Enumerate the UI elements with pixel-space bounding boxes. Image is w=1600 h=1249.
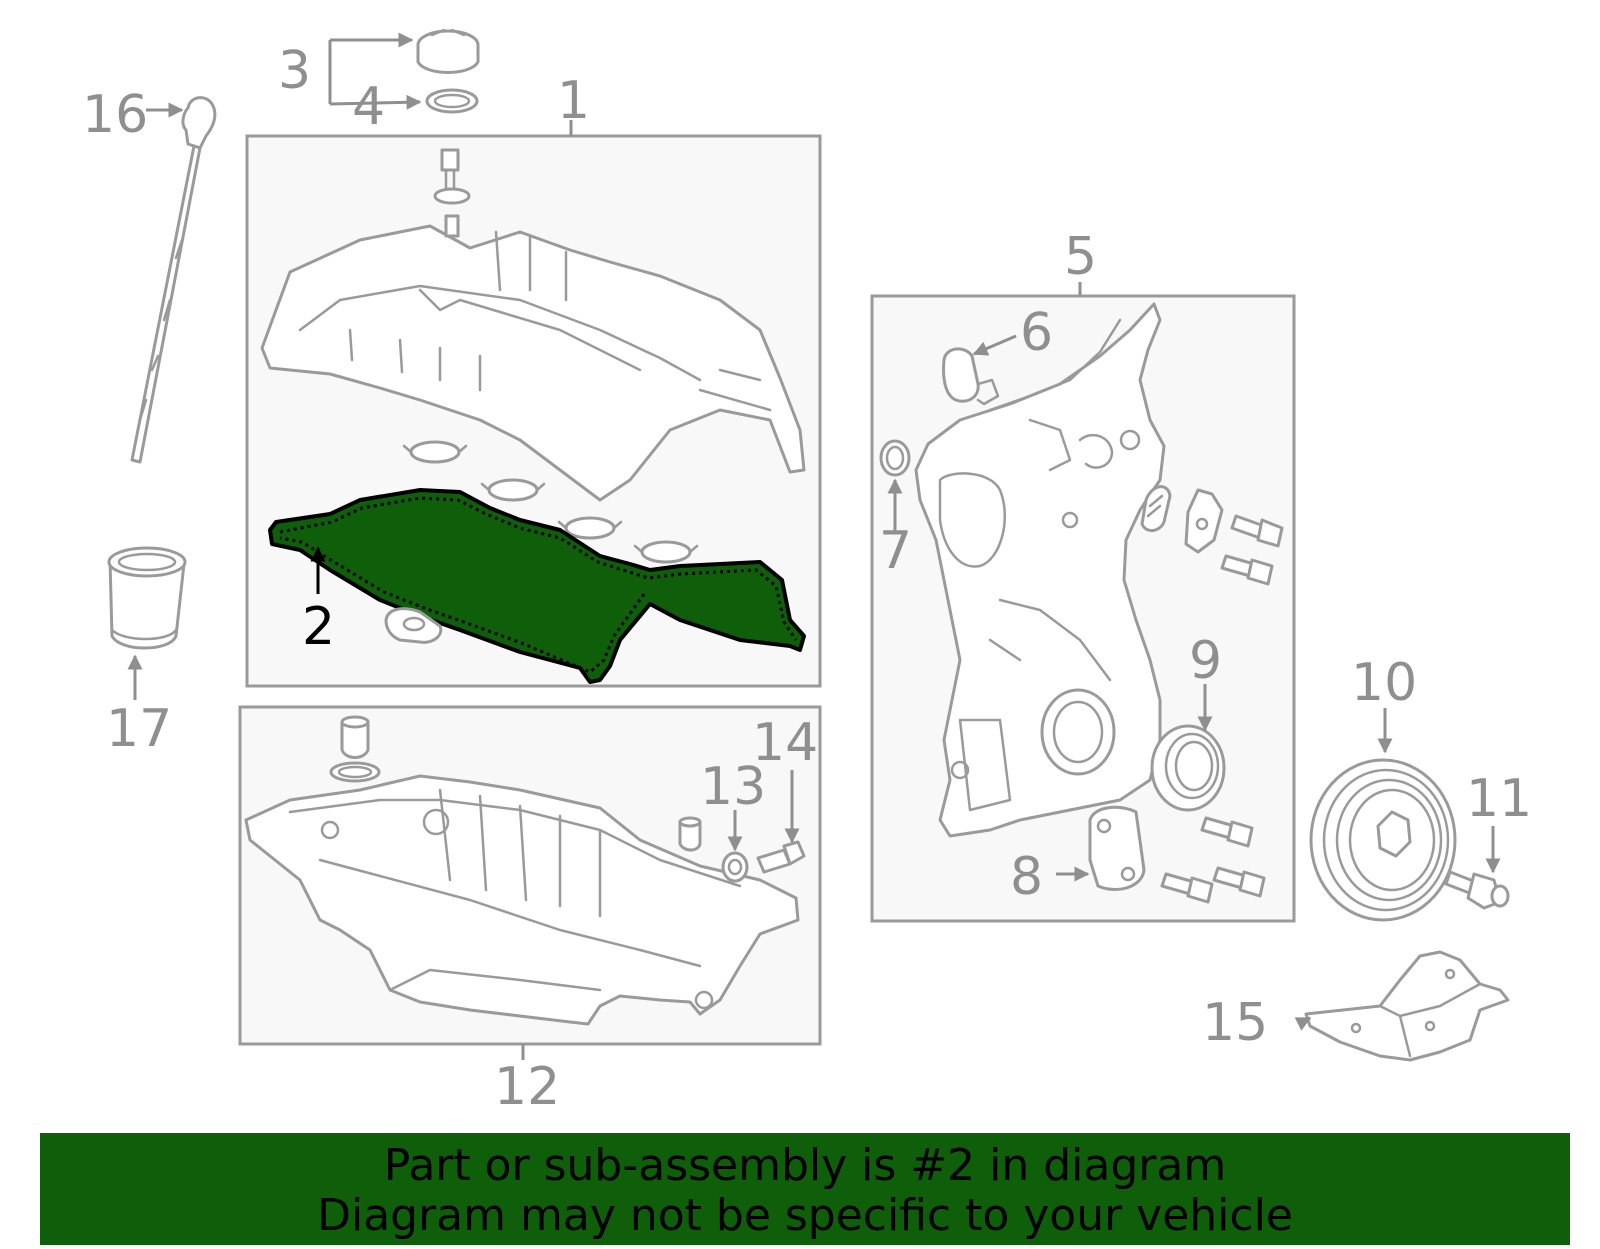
banner-line-part: Part or sub-assembly is #2 in diagram <box>383 1140 1227 1191</box>
oil-filter <box>107 546 187 650</box>
callout-1: 1 <box>557 71 590 131</box>
callout-12: 12 <box>494 1057 560 1117</box>
callout-2: 2 <box>302 597 335 657</box>
info-banner: Part or sub-assembly is #2 in diagram Di… <box>40 1133 1570 1245</box>
valve-cover <box>260 148 806 502</box>
callout-7: 7 <box>879 521 912 581</box>
drain-bolt <box>756 840 806 874</box>
front-crankshaft-seal <box>1150 724 1226 812</box>
callout-5: 5 <box>1064 227 1097 287</box>
case-bolts <box>1160 514 1284 904</box>
callout-6: 6 <box>1020 303 1053 363</box>
oil-drain-plug <box>329 715 381 783</box>
oil-filler-cap <box>416 28 480 74</box>
callout-10: 10 <box>1351 653 1417 713</box>
dowel-pin <box>678 816 702 852</box>
timing-chain-case <box>914 302 1166 838</box>
callouts: 1 2 3 4 5 6 7 8 9 10 11 12 13 14 15 16 1… <box>82 41 1532 1117</box>
callout-9: 9 <box>1189 631 1222 691</box>
crankshaft-pulley <box>1309 758 1457 922</box>
dipstick <box>130 96 217 464</box>
callout-15: 15 <box>1202 993 1268 1053</box>
drain-washer <box>721 851 749 883</box>
breather-plate <box>384 607 443 644</box>
case-gasket-small <box>1140 485 1172 532</box>
callout-3: 3 <box>278 41 311 101</box>
callout-13: 13 <box>700 757 766 817</box>
oil-filler-o-ring <box>425 88 479 114</box>
leader-15 <box>1294 1016 1312 1031</box>
leader-6 <box>972 334 1017 356</box>
oil-pan <box>244 774 800 1026</box>
o-ring-7 <box>879 439 911 477</box>
valve-cover-gasket <box>268 488 806 684</box>
splash-shield <box>1304 950 1510 1062</box>
leader-4 <box>329 94 422 110</box>
callout-8: 8 <box>1010 847 1043 907</box>
leader-lines <box>127 32 1501 1060</box>
spark-plug-tube-seals <box>402 440 699 564</box>
timing-case-gasket <box>942 347 1000 406</box>
callout-14: 14 <box>752 713 818 773</box>
case-cover-plate <box>1088 805 1146 891</box>
banner-line-disclaimer: Diagram may not be specific to your vehi… <box>317 1190 1293 1241</box>
crankshaft-pulley-bolt <box>1444 870 1510 910</box>
callout-17: 17 <box>106 699 172 759</box>
callout-4: 4 <box>352 77 385 137</box>
case-bracket <box>1184 488 1224 554</box>
callout-16: 16 <box>82 85 148 145</box>
callout-11: 11 <box>1466 769 1532 829</box>
